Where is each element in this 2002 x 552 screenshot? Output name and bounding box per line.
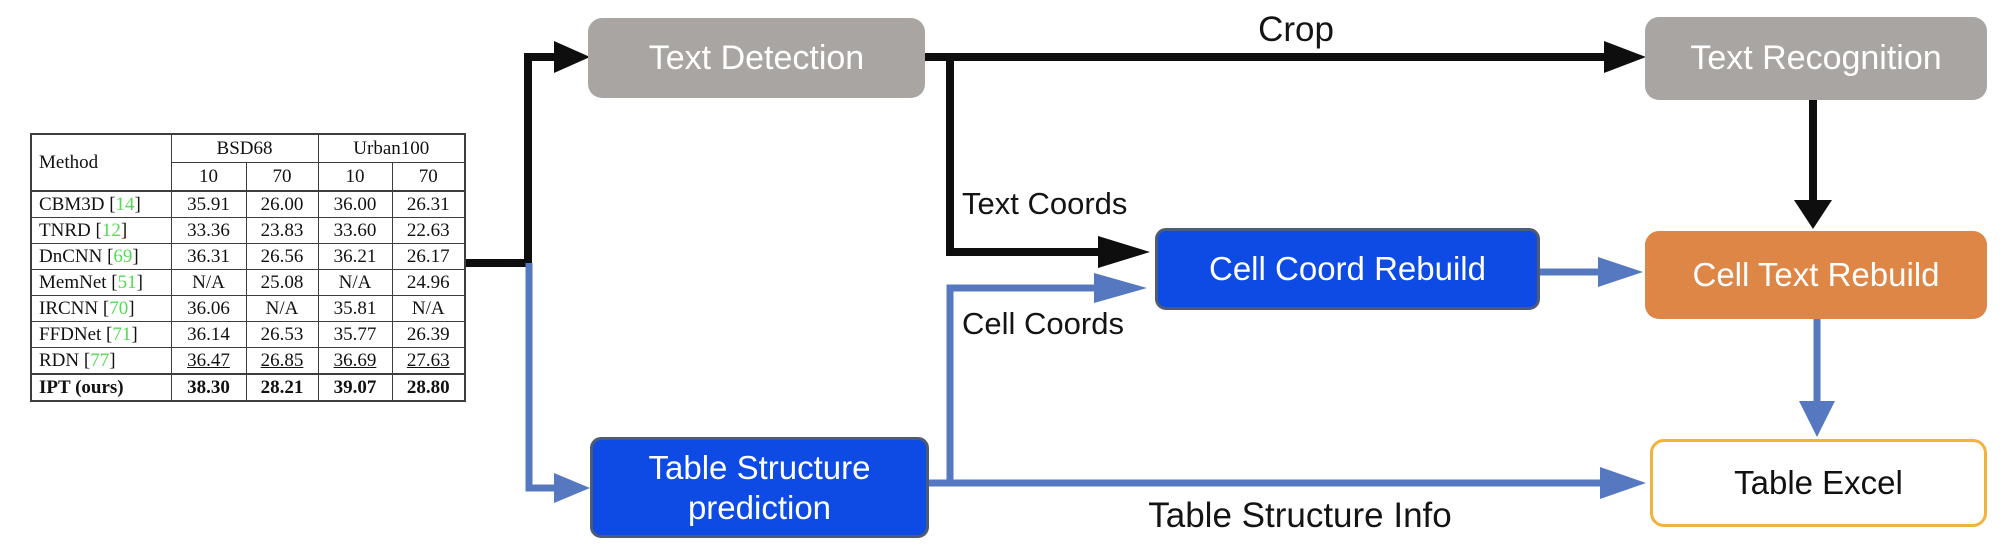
citation-number: 70 (109, 298, 129, 319)
node-table-structure-prediction: Table Structure prediction (590, 437, 929, 538)
edge-label-text-coords: Text Coords (962, 186, 1128, 221)
arrow-table-to-text-detection (466, 53, 558, 267)
citation-number: 51 (117, 272, 137, 293)
value-cell: 36.69 (317, 347, 393, 375)
node-text-recognition: Text Recognition (1645, 17, 1987, 100)
arrowhead-coord-to-text-rebuild (1598, 257, 1643, 287)
value-cell: 35.81 (317, 295, 393, 322)
value-cell: 26.56 (245, 243, 319, 270)
node-text-detection: Text Detection (588, 18, 925, 98)
value-cell: 23.83 (245, 217, 319, 244)
value-cell: 28.21 (245, 373, 319, 402)
subheader: 70 (245, 162, 319, 192)
method-cell: TNRD [12] (30, 217, 172, 244)
node-cell-coord-rebuild: Cell Coord Rebuild (1155, 228, 1540, 310)
input-table-image: Method BSD68 Urban100 10 70 10 70 CBM3D … (30, 133, 467, 402)
value-cell: N/A (391, 295, 466, 322)
value-cell: N/A (170, 269, 247, 296)
value-cell: 28.80 (391, 373, 466, 402)
method-cell: MemNet [51] (30, 269, 172, 296)
value-cell: 26.39 (391, 321, 466, 348)
value-cell: 36.21 (317, 243, 393, 270)
value-cell: 36.06 (170, 295, 247, 322)
colgroup-urban100: Urban100 (317, 133, 466, 163)
colgroup-bsd68: BSD68 (170, 133, 319, 163)
value-cell: 36.00 (317, 190, 393, 218)
edge-label-cell-coords: Cell Coords (962, 306, 1124, 341)
method-cell: DnCNN [69] (30, 243, 172, 270)
value-cell: 26.85 (245, 347, 319, 375)
node-cell-text-rebuild: Cell Text Rebuild (1645, 231, 1987, 319)
arrowhead-crop (1604, 41, 1646, 73)
citation-number: 12 (101, 220, 121, 241)
value-cell: 26.17 (391, 243, 466, 270)
method-cell: RDN [77] (30, 347, 172, 375)
value-cell: 33.36 (170, 217, 247, 244)
value-cell: 33.60 (317, 217, 393, 244)
value-cell: N/A (245, 295, 319, 322)
citation-number: 14 (115, 194, 135, 215)
edge-label-table-structure-info: Table Structure Info (1148, 496, 1452, 535)
value-cell: N/A (317, 269, 393, 296)
method-cell: CBM3D [14] (30, 190, 172, 218)
arrowhead-table-structure-info (1600, 467, 1646, 499)
value-cell: 22.63 (391, 217, 466, 244)
value-cell: 27.63 (391, 347, 466, 375)
value-cell: 36.47 (170, 347, 247, 375)
subheader: 10 (170, 162, 247, 192)
method-header: Method (30, 133, 172, 192)
citation-number: 77 (90, 350, 110, 371)
edge-label-crop: Crop (1258, 10, 1334, 49)
value-cell: 36.31 (170, 243, 247, 270)
method-cell: IPT (ours) (30, 373, 172, 402)
arrowhead-text-coords (1098, 236, 1150, 268)
arrowhead-text-detection (554, 41, 590, 73)
arrow-cell-coords (946, 284, 1098, 486)
method-cell: FFDNet [71] (30, 321, 172, 348)
value-cell: 25.08 (245, 269, 319, 296)
arrowhead-cell-text (1794, 200, 1832, 229)
arrow-text-coords (946, 57, 1102, 256)
node-table-excel: Table Excel (1650, 439, 1987, 527)
value-cell: 36.14 (170, 321, 247, 348)
subheader: 70 (391, 162, 466, 192)
value-cell: 35.91 (170, 190, 247, 218)
value-cell: 24.96 (391, 269, 466, 296)
method-cell: IRCNN [70] (30, 295, 172, 322)
subheader: 10 (317, 162, 393, 192)
arrowhead-cell-coords (1094, 273, 1147, 303)
arrowhead-structure-prediction (554, 473, 590, 503)
arrow-table-to-structure-prediction (525, 263, 558, 492)
value-cell: 26.00 (245, 190, 319, 218)
citation-number: 69 (113, 246, 133, 267)
value-cell: 26.53 (245, 321, 319, 348)
value-cell: 39.07 (317, 373, 393, 402)
citation-number: 71 (112, 324, 132, 345)
value-cell: 26.31 (391, 190, 466, 218)
value-cell: 38.30 (170, 373, 247, 402)
paper-results-table: Method BSD68 Urban100 10 70 10 70 CBM3D … (30, 133, 467, 402)
value-cell: 35.77 (317, 321, 393, 348)
arrowhead-cell-text-to-excel (1799, 401, 1835, 437)
